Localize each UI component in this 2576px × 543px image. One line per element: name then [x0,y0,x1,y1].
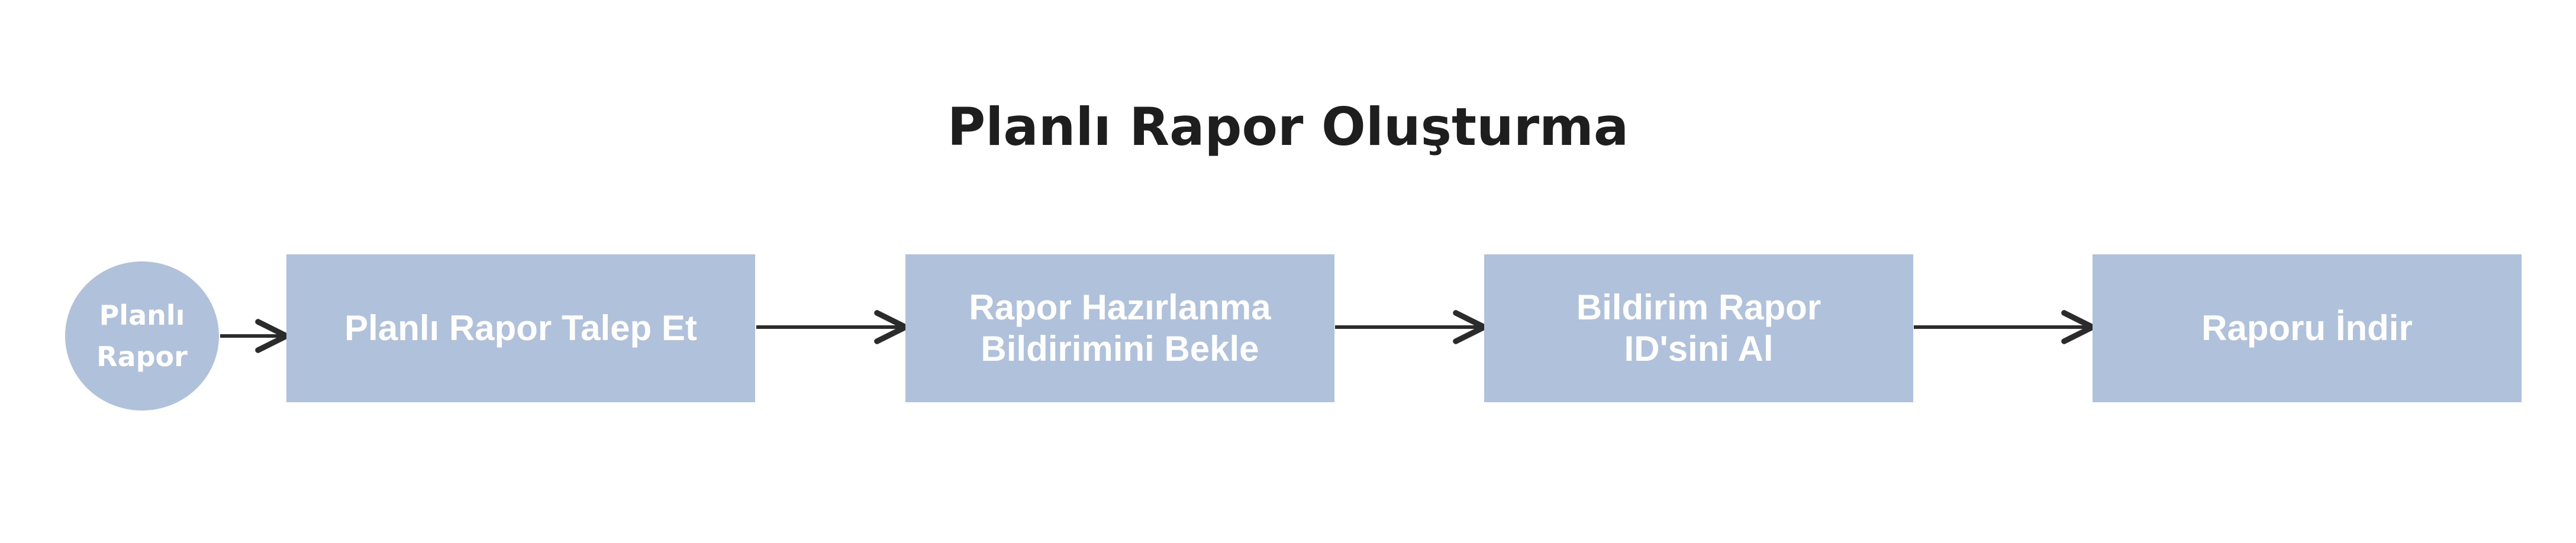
step-label: Rapor Hazırlanma Bildirimini Bekle [969,287,1271,369]
step-request-scheduled-report: Planlı Rapor Talep Et [286,254,755,402]
step-wait-ready-notification: Rapor Hazırlanma Bildirimini Bekle [905,254,1334,402]
start-node-label: Planlı Rapor [96,299,188,373]
step-download-report: Raporu İndir [2093,254,2522,402]
diagram-title: Planlı Rapor Oluşturma [947,96,1629,157]
step-label: Bildirim Rapor ID'sini Al [1576,287,1821,369]
start-node: Planlı Rapor [65,261,219,411]
step-label: Raporu İndir [2201,308,2413,348]
step-get-report-id: Bildirim Rapor ID'sini Al [1484,254,1913,402]
step-label: Planlı Rapor Talep Et [344,308,697,348]
